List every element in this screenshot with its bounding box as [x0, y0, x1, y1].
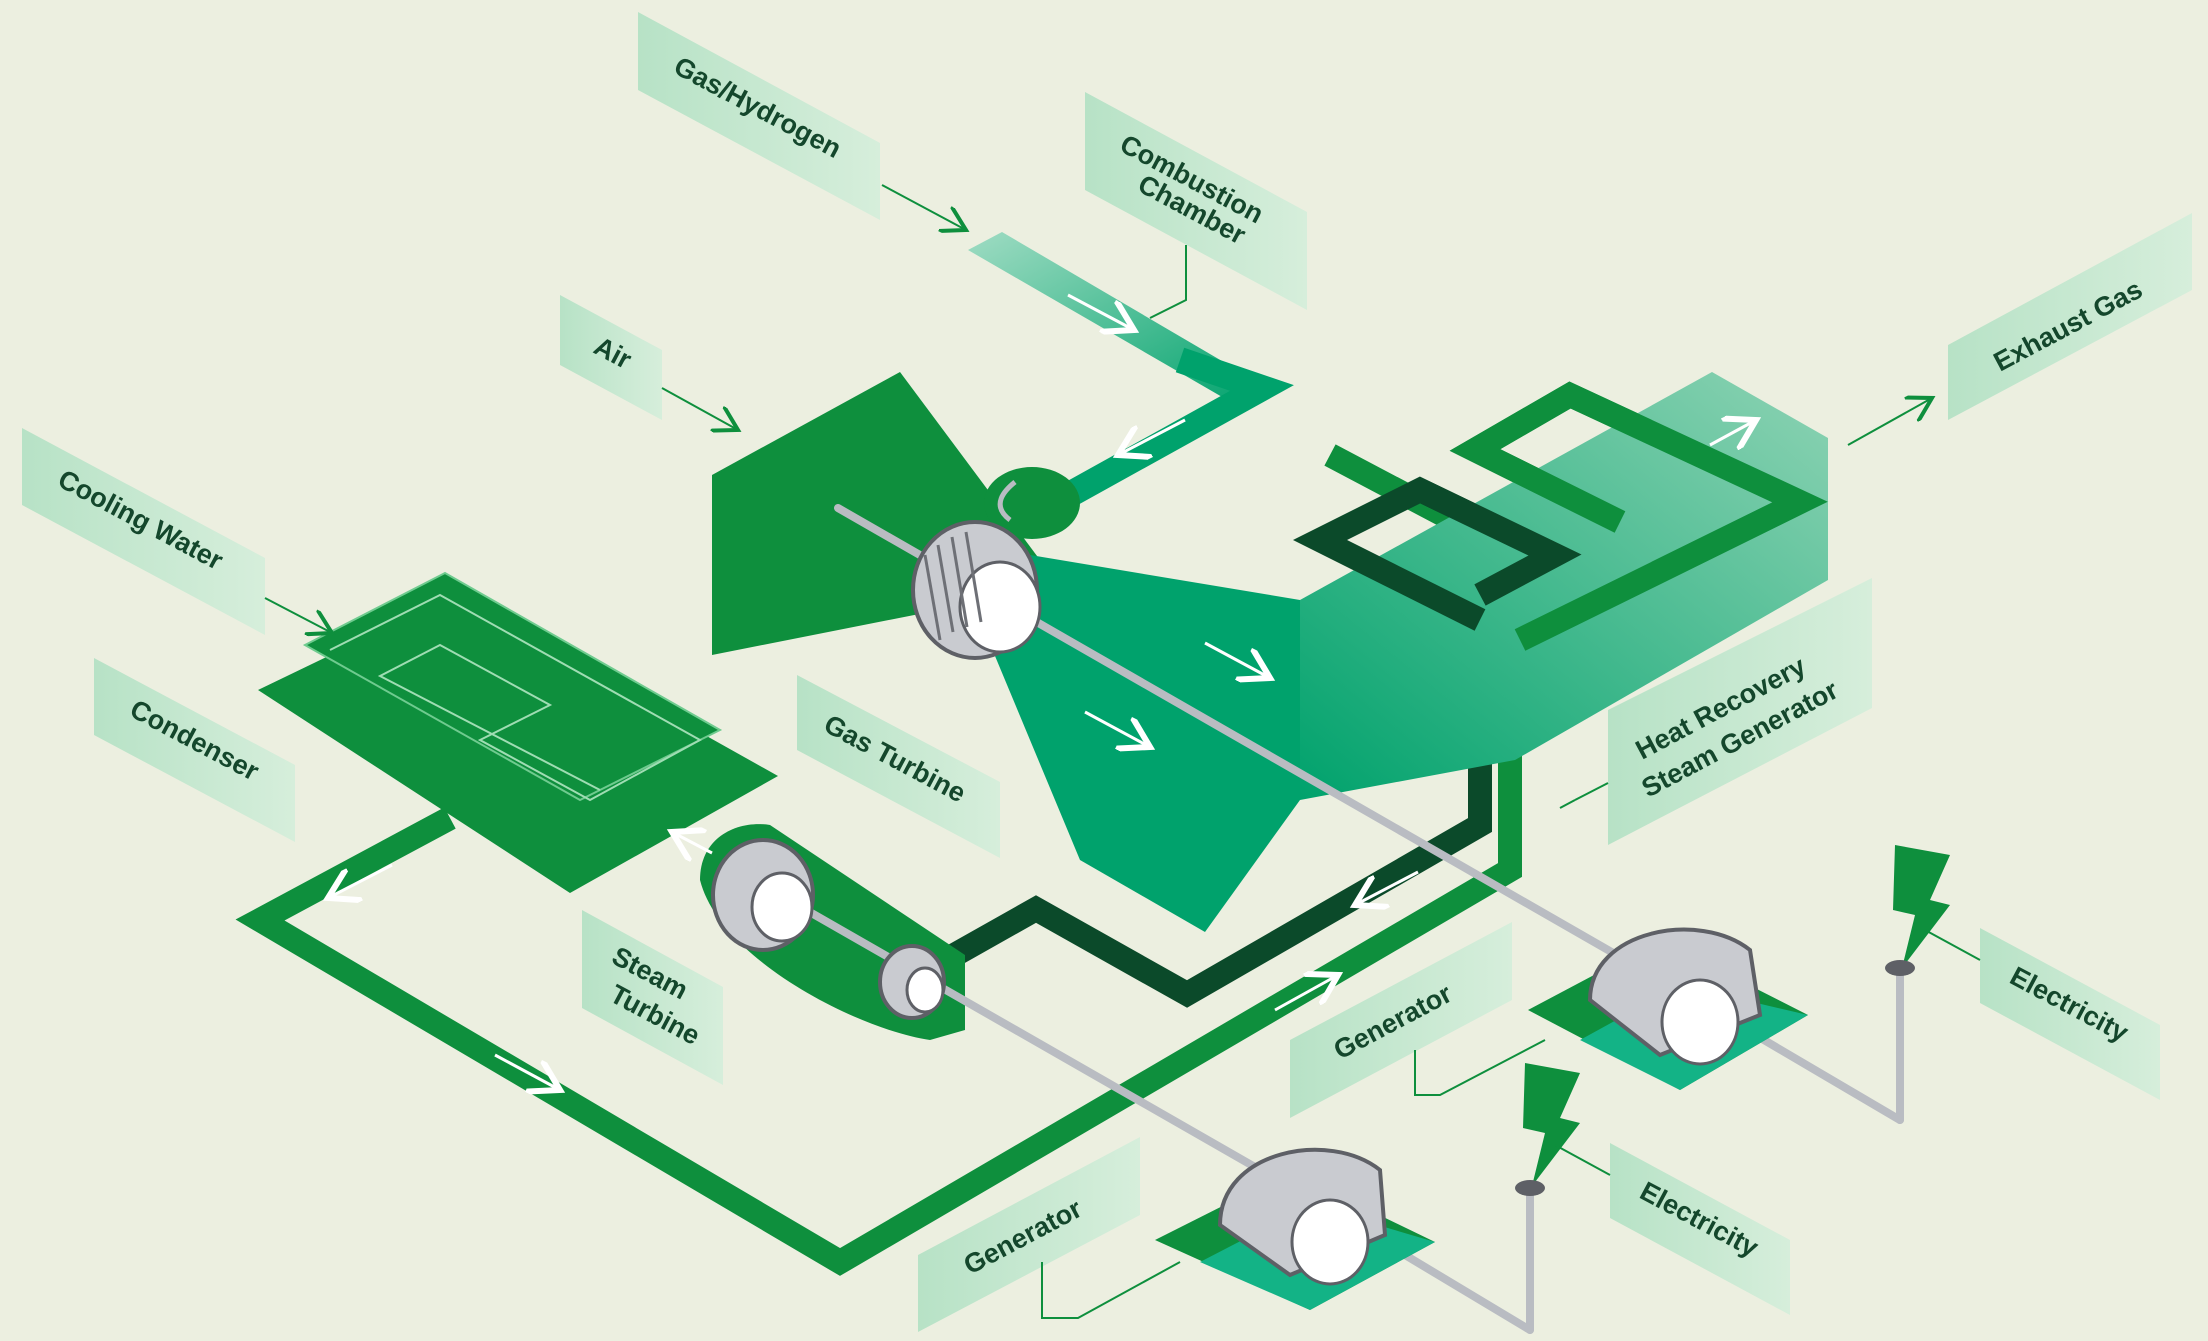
label-steam-turbine: Steam Turbine — [582, 910, 723, 1085]
label-electricity-lower: Electricity — [1555, 1143, 1790, 1315]
fuel-supply-pipe — [968, 232, 1268, 539]
steam-turbine-wheel-small — [880, 946, 944, 1018]
lightning-bolt-icon — [1515, 1063, 1580, 1196]
label-generator-lower: Generator — [918, 1137, 1180, 1332]
label-gas-turbine: Gas Turbine — [797, 675, 1000, 858]
label-electricity-upper: Electricity — [1925, 928, 2160, 1100]
generator-lower — [1155, 1150, 1435, 1310]
steam-turbine-wheel-large — [713, 840, 813, 950]
label-generator-upper: Generator — [1290, 922, 1545, 1118]
condenser — [258, 573, 778, 893]
label-gas-hydrogen: Gas/Hydrogen — [638, 12, 966, 230]
label-combustion-chamber: Combustion Chamber — [1085, 92, 1307, 318]
label-cooling-water: Cooling Water — [22, 428, 332, 635]
label-condenser: Condenser — [94, 658, 295, 842]
lightning-bolt-icon — [1885, 845, 1950, 976]
label-exhaust-gas: Exhaust Gas — [1848, 213, 2192, 445]
label-air: Air — [560, 295, 738, 430]
arrow-icon — [672, 832, 712, 853]
gas-turbine-wheel — [913, 522, 1040, 658]
generator-upper — [1528, 930, 1808, 1090]
